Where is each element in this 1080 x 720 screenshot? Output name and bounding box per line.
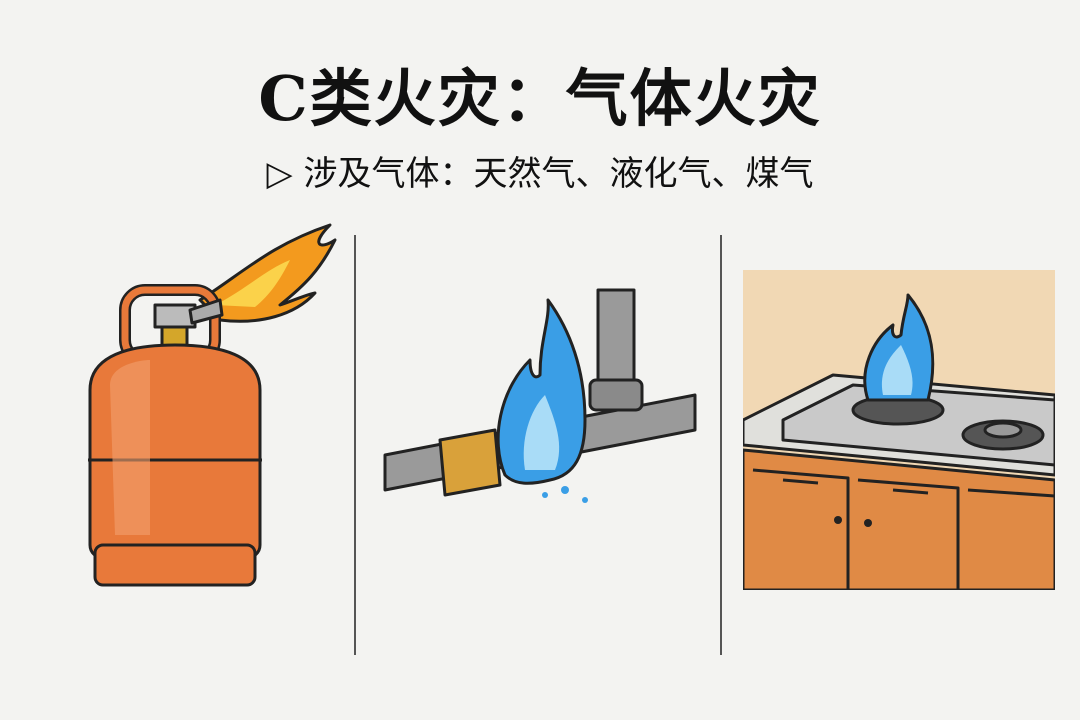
gas-pipe-leak-icon: [383, 288, 697, 503]
page-title: C类火灾：气体火灾: [258, 62, 822, 135]
triangle-marker-icon: ▷: [266, 154, 293, 194]
gas-cylinder-fire-icon: [88, 223, 337, 587]
subtitle-text: 涉及气体：天然气、液化气、煤气: [303, 154, 814, 194]
divider-1: [354, 235, 356, 655]
gas-stove-icon: [743, 270, 1055, 590]
divider-2: [720, 235, 722, 655]
subtitle: ▷ 涉及气体：天然气、液化气、煤气: [0, 146, 1080, 195]
